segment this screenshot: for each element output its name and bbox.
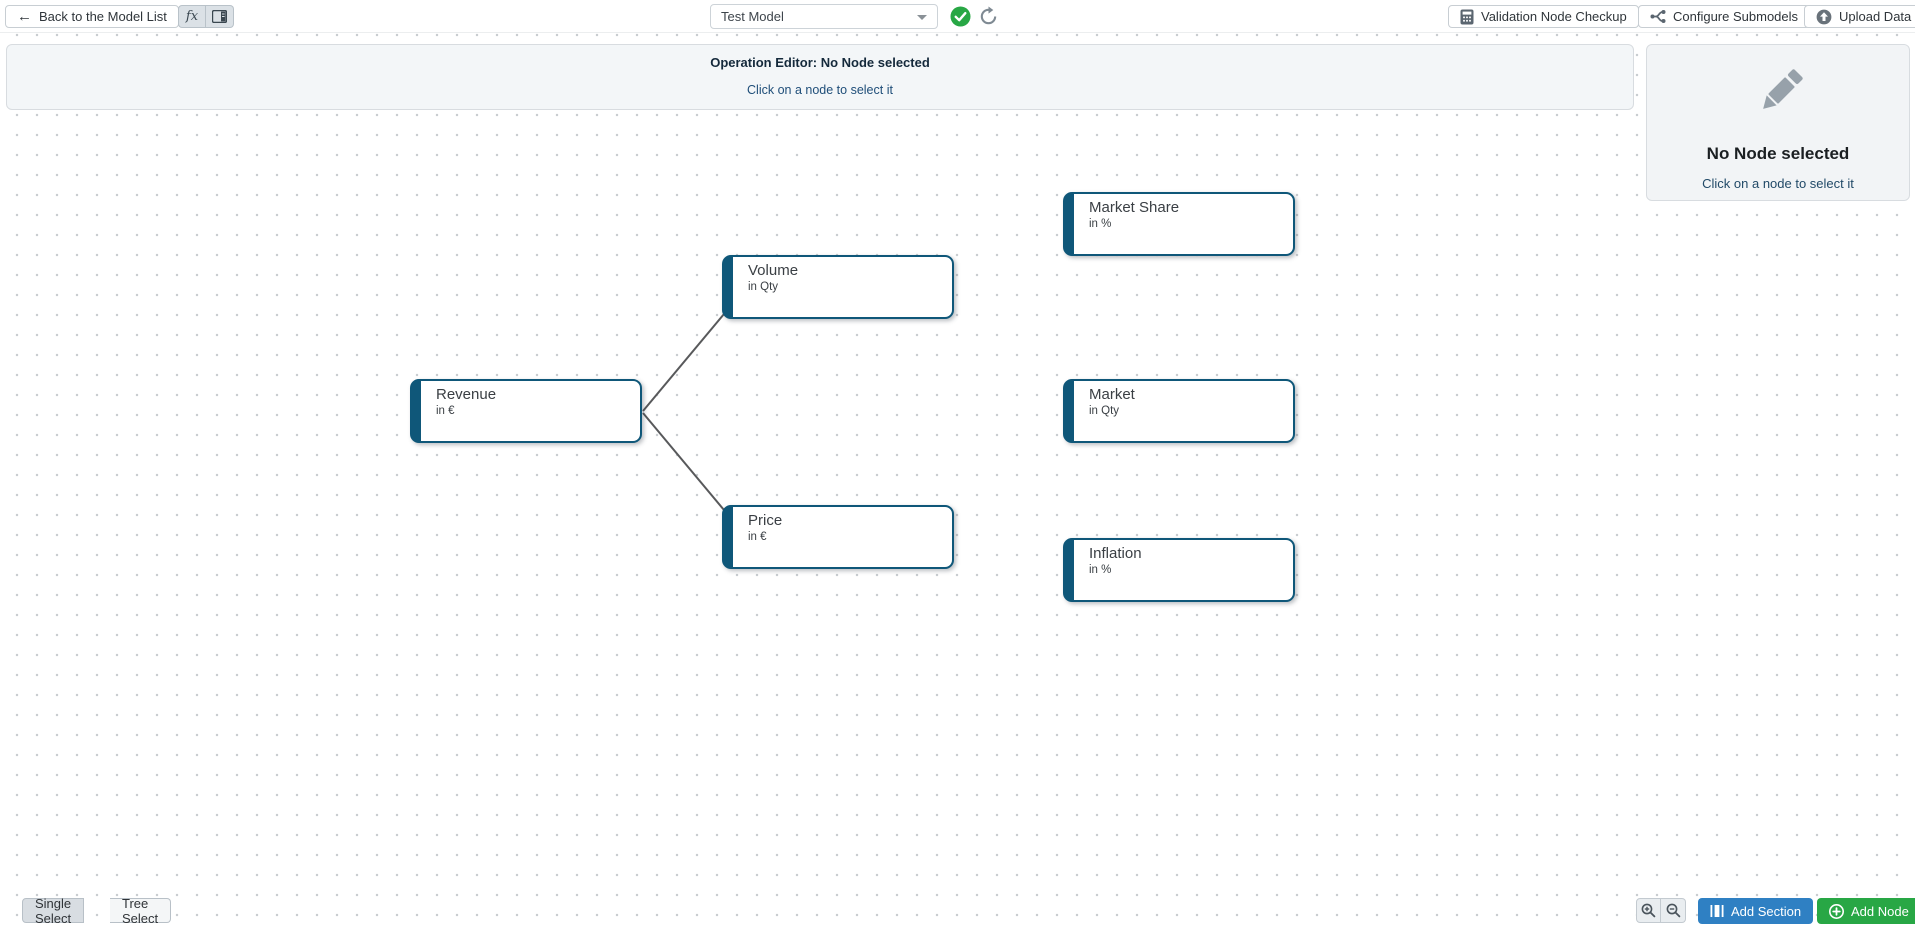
node-unit: in € [748, 531, 767, 543]
chevron-down-icon [917, 15, 927, 20]
node-unit: in % [1089, 218, 1112, 230]
validation-button-label: Validation Node Checkup [1481, 9, 1627, 24]
add-section-button[interactable]: Add Section [1698, 898, 1814, 924]
operation-editor-subtitle: Click on a node to select it [747, 83, 893, 97]
upload-button-label: Upload Data [1839, 9, 1912, 24]
plus-circle-icon [1829, 903, 1844, 919]
node-price[interactable]: Price in € [722, 505, 954, 569]
node-market[interactable]: Market in Qty [1063, 379, 1295, 443]
single-select-label: Single Select [35, 895, 72, 926]
operation-editor-title: Operation Editor: No Node selected [710, 55, 930, 70]
formula-fx-button[interactable]: fx [178, 5, 206, 28]
panel-view-button[interactable] [206, 5, 234, 28]
node-unit: in € [436, 405, 455, 417]
upload-data-button[interactable]: Upload Data [1804, 5, 1915, 28]
pencil-icon [1763, 69, 1803, 109]
node-unit: in Qty [748, 281, 779, 293]
node-unit: in % [1089, 564, 1112, 576]
refresh-icon[interactable] [978, 6, 999, 27]
node-volume[interactable]: Volume in Qty [722, 255, 954, 319]
upload-icon [1816, 9, 1832, 24]
node-details-subtitle: Click on a node to select it [1702, 176, 1854, 191]
single-select-tab[interactable]: Single Select [22, 895, 85, 926]
fx-icon: fx [185, 9, 199, 24]
toolbar: ← Back to the Model List fx Test Model [0, 0, 1915, 33]
zoom-out-button[interactable] [1661, 898, 1686, 923]
model-select-dropdown[interactable]: Test Model [710, 4, 938, 29]
model-canvas[interactable]: Operation Editor: No Node selected Click… [0, 33, 1915, 931]
section-icon [1710, 905, 1724, 917]
tree-select-tab[interactable]: Tree Select [110, 895, 172, 926]
calculator-icon [1460, 9, 1474, 24]
model-select-value: Test Model [721, 9, 784, 24]
zoom-in-button[interactable] [1636, 898, 1661, 923]
add-section-label: Add Section [1731, 903, 1802, 919]
back-button-label: Back to the Model List [39, 9, 167, 24]
zoom-out-icon [1666, 903, 1680, 918]
node-title: Inflation [1089, 545, 1142, 562]
edge-layer [642, 313, 725, 511]
node-revenue[interactable]: Revenue in € [410, 379, 642, 443]
node-market-share[interactable]: Market Share in % [1063, 192, 1295, 256]
node-inflation[interactable]: Inflation in % [1063, 538, 1295, 602]
operation-editor-panel: Operation Editor: No Node selected Click… [6, 44, 1634, 110]
canvas-actions-group: Add Section Add Node [1630, 893, 1915, 928]
configure-button-label: Configure Submodels [1673, 9, 1799, 24]
add-node-label: Add Node [1851, 903, 1909, 919]
node-details-panel: No Node selected Click on a node to sele… [1646, 44, 1910, 201]
model-valid-check-icon [950, 6, 971, 27]
tree-select-label: Tree Select [122, 895, 159, 926]
node-unit: in Qty [1089, 405, 1120, 417]
node-details-title: No Node selected [1706, 144, 1850, 163]
edge-revenue-volume [642, 313, 725, 412]
submodel-branch-icon [1650, 10, 1666, 23]
node-title: Price [748, 512, 783, 529]
panel-layout-icon [212, 10, 227, 23]
add-node-button[interactable]: Add Node [1817, 898, 1915, 924]
configure-submodels-button[interactable]: Configure Submodels [1638, 5, 1811, 28]
back-to-model-list-button[interactable]: ← Back to the Model List [5, 5, 179, 28]
validation-node-checkup-button[interactable]: Validation Node Checkup [1448, 5, 1639, 28]
node-title: Volume [748, 262, 799, 279]
zoom-in-icon [1641, 903, 1656, 918]
back-arrow-icon: ← [17, 8, 32, 25]
node-title: Market [1089, 386, 1135, 403]
edge-revenue-price [642, 412, 725, 511]
node-title: Market Share [1089, 199, 1180, 216]
node-title: Revenue [436, 386, 497, 403]
